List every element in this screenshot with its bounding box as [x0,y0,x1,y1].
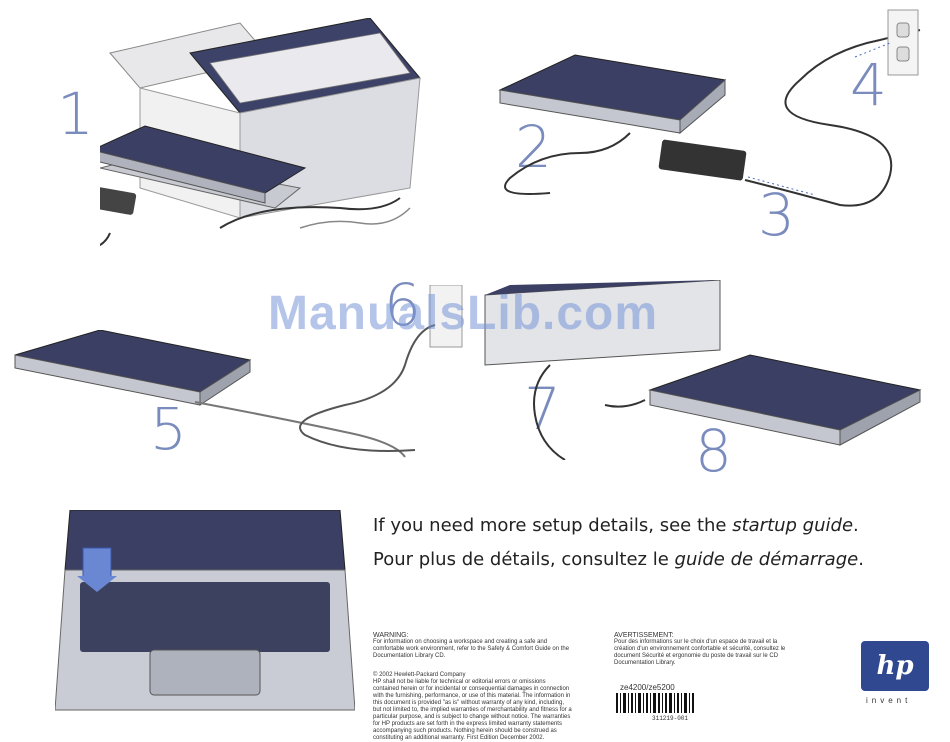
step-number-1: 1 [57,80,94,148]
legal-notice: © 2002 Hewlett-Packard Company HP shall … [373,672,572,741]
avertissement-notice: AVERTISSEMENT: Pour des informations sur… [614,632,786,666]
unboxing-illustration [100,18,421,247]
watermark: ManualsLib.com [268,287,659,340]
part-number: 311219-001 [652,715,689,722]
setup-tagline-en: If you need more setup details, see the … [373,515,859,536]
modem-cable-illustration [299,285,463,452]
network-cable-illustration [14,330,406,458]
barcode [616,693,694,713]
hp-logo-text: hp [876,651,914,681]
step-number-4: 4 [850,51,887,119]
step-number-3: 3 [758,181,795,249]
hp-slogan: invent [866,696,912,705]
port-connection-illustration [484,280,922,460]
setup-tagline-fr: Pour plus de détails, consultez le guide… [373,549,864,570]
step-number-2: 2 [515,113,552,181]
step-number-5: 5 [150,395,187,463]
step-number-8: 8 [695,417,732,485]
hp-logo: hp [861,641,929,691]
step-number-7: 7 [524,375,561,443]
power-connection-illustration [498,9,921,207]
model-number: ze4200/ze5200 [620,683,675,692]
warning-notice: WARNING: For information on choosing a w… [373,632,570,659]
step-number-6: 6 [384,271,421,339]
power-button-illustration [55,510,355,711]
